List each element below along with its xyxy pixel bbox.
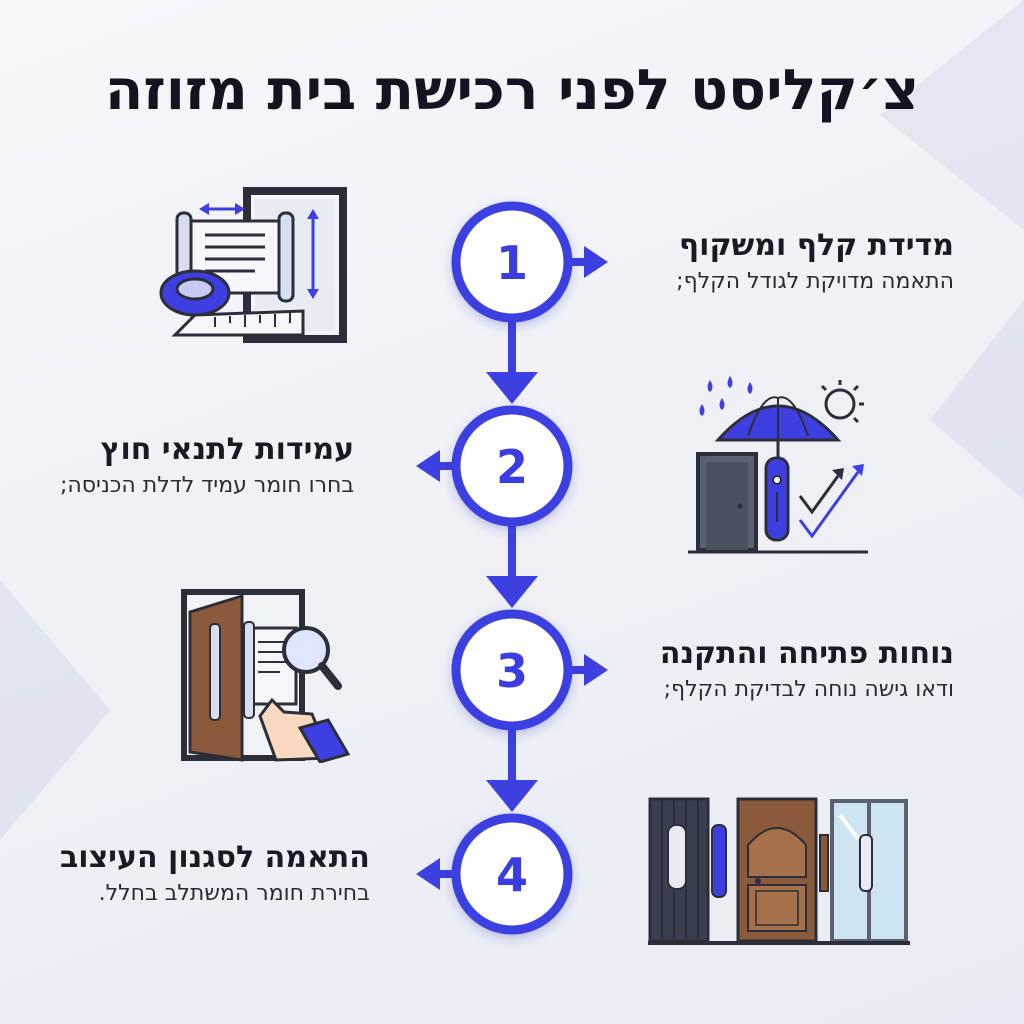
step-heading: מדידת קלף ומשקוף	[678, 228, 954, 263]
step-3-text: נוחות פתיחה והתקנה ודאו גישה נוחה לבדיקת…	[660, 636, 954, 702]
step-heading: נוחות פתיחה והתקנה	[659, 636, 954, 671]
down-arrow-icon	[486, 372, 538, 812]
step-description: בחירת חומר המשתלב בחלל.	[98, 881, 370, 906]
step-description: התאמה מדויקת לגודל הקלף;	[676, 269, 954, 294]
step-description: ודאו גישה נוחה לבדיקת הקלף;	[663, 677, 954, 702]
right-arrow-icon	[570, 654, 608, 686]
step-number: 1	[496, 236, 528, 290]
left-arrow-icon	[416, 450, 454, 482]
left-arrow-icon	[416, 858, 454, 890]
measuring-tape-scroll-doorframe-icon	[159, 187, 347, 343]
right-arrow-icon	[570, 246, 608, 278]
doors-styles-icon	[648, 797, 910, 945]
step-circle-3: 3	[451, 609, 573, 731]
step-heading: התאמה לסגנון העיצוב	[60, 840, 370, 875]
step-number: 3	[496, 644, 528, 698]
umbrella-weather-door-icon	[688, 376, 868, 554]
step-circle-4: 4	[451, 813, 573, 935]
step-number: 4	[496, 848, 528, 902]
step-heading: עמידות לתנאי חוץ	[100, 432, 355, 467]
page-title: צ׳קליסט לפני רכישת בית מזוזה	[104, 58, 920, 123]
step-2-text: עמידות לתנאי חוץ בחרו חומר עמיד לדלת הכנ…	[60, 432, 354, 498]
step-circle-1: 1	[451, 201, 573, 323]
step-circle-2: 2	[451, 405, 573, 527]
step-1-text: מדידת קלף ומשקוף התאמה מדויקת לגודל הקלף…	[676, 228, 954, 294]
step-description: בחרו חומר עמיד לדלת הכניסה;	[60, 473, 355, 498]
step-number: 2	[496, 440, 528, 494]
step-4-text: התאמה לסגנון העיצוב בחירת חומר המשתלב בח…	[60, 840, 370, 906]
magnifier-hand-scroll-icon	[181, 589, 350, 763]
